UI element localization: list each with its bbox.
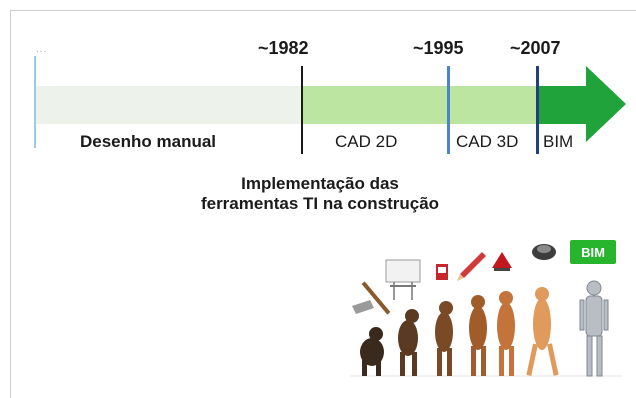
drafting-table-icon bbox=[385, 259, 421, 300]
milestone-line-1995 bbox=[447, 66, 450, 154]
ellipsis-mark: ... bbox=[36, 44, 48, 55]
manual-era-band bbox=[36, 86, 302, 124]
svg-text:BIM: BIM bbox=[581, 245, 605, 260]
timeline-arrow-head bbox=[586, 66, 626, 142]
milestone-label-2007: ~2007 bbox=[510, 38, 561, 58]
phase-label-bim: BIM bbox=[543, 132, 574, 151]
timeline-start-line bbox=[34, 56, 36, 148]
caption-line-2: ferramentas TI na construção bbox=[200, 194, 440, 213]
software-box-icon bbox=[436, 264, 448, 280]
figure-early-human bbox=[497, 291, 515, 376]
3d-mouse-icon bbox=[532, 244, 556, 260]
figure-hominid-2 bbox=[435, 301, 453, 376]
frame-left-border bbox=[10, 10, 11, 398]
phase-label-cad2d: CAD 2D bbox=[335, 132, 398, 151]
figure-hominid-3 bbox=[469, 295, 487, 376]
milestone-label-1995: ~1995 bbox=[413, 38, 464, 58]
milestone-line-2007 bbox=[536, 66, 539, 154]
timeline-arrow-body bbox=[538, 86, 588, 124]
figure-human bbox=[526, 287, 559, 376]
milestone-line-1982 bbox=[301, 66, 303, 154]
autocad-icon bbox=[492, 252, 512, 271]
caption-line-1: Implementação das bbox=[241, 174, 399, 193]
frame-top-border bbox=[10, 10, 636, 11]
hammer-icon bbox=[352, 281, 391, 315]
pencil-icon bbox=[457, 252, 486, 281]
figure-ape bbox=[360, 327, 384, 376]
phase-label-manual: Desenho manual bbox=[80, 132, 217, 151]
milestone-label-1982: ~1982 bbox=[258, 38, 309, 58]
figure-early-hominid bbox=[398, 309, 419, 376]
caption: Implementação das ferramentas TI na cons… bbox=[160, 174, 480, 214]
evolution-illustration: BIM bbox=[350, 240, 622, 377]
bim-badge: BIM bbox=[570, 240, 616, 264]
phase-label-cad3d: CAD 3D bbox=[456, 132, 519, 151]
figure-robot bbox=[579, 280, 609, 377]
